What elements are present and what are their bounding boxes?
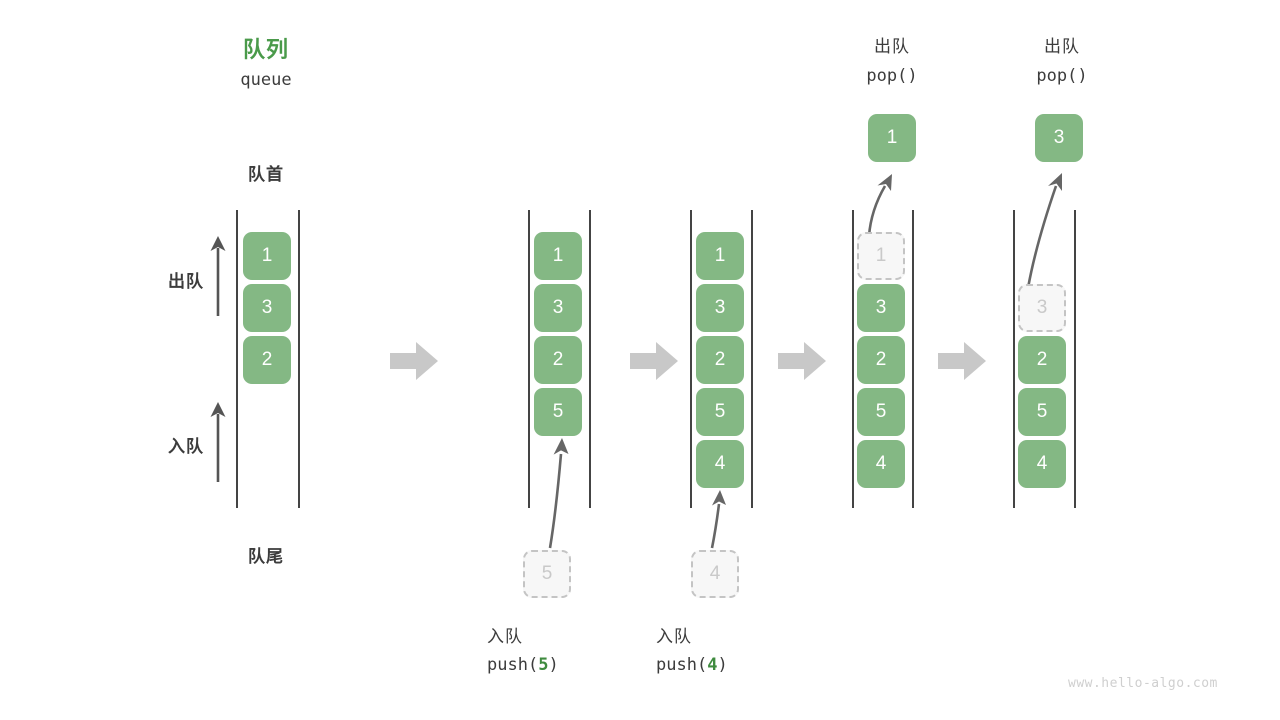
queue-title-code: queue [240,70,292,90]
queue-cell: 2 [243,336,291,384]
queue-rail-left-1 [236,210,238,508]
push5-caption-cn: 入队 [487,627,523,646]
queue-rail-left-4 [852,210,854,508]
dequeue-flow-arrow-icon [1026,173,1062,289]
pop3-caption-code: pop() [1036,66,1088,86]
dequeue-direction-arrow-icon [210,236,226,316]
enqueue-flow-arrow-icon [710,490,726,549]
queue-rail-right-5 [1074,210,1076,508]
pop3-caption-cn: 出队 [1044,37,1080,56]
enqueue-direction-arrow-icon [210,402,226,482]
queue-cell: 1 [243,232,291,280]
step-arrow-icon [630,342,678,380]
queue-cell: 3 [696,284,744,332]
popped-cell: 3 [1035,114,1083,162]
queue-cell: 2 [696,336,744,384]
pop1-caption-cn: 出队 [874,37,910,56]
step-arrow-icon [778,342,826,380]
enqueue-flow-arrow-icon [548,438,569,549]
push4-caption-cn: 入队 [656,627,692,646]
queue-rail-left-3 [690,210,692,508]
queue-rail-right-1 [298,210,300,508]
queue-cell: 1 [534,232,582,280]
queue-cell: 5 [1018,388,1066,436]
enqueue-side-label: 入队 [168,437,204,456]
queue-cell: 3 [243,284,291,332]
push4-caption-code: push(4) [656,655,728,675]
queue-cell: 2 [1018,336,1066,384]
queue-cell: 2 [857,336,905,384]
queue-rail-left-2 [528,210,530,508]
queue-cell: 4 [857,440,905,488]
queue-rail-right-4 [912,210,914,508]
popped-cell: 1 [868,114,916,162]
queue-rail-right-3 [751,210,753,508]
incoming-ghost-cell: 4 [691,550,739,598]
dequeue-side-label: 出队 [168,272,204,291]
step-arrow-icon [390,342,438,380]
queue-cell: 5 [857,388,905,436]
queue-title-cn: 队列 [242,37,289,62]
queue-cell: 4 [1018,440,1066,488]
queue-cell: 3 [857,284,905,332]
queue-cell-removed: 1 [857,232,905,280]
queue-cell: 2 [534,336,582,384]
queue-back-label: 队尾 [248,547,284,566]
incoming-ghost-cell: 5 [523,550,571,598]
queue-cell-removed: 3 [1018,284,1066,332]
queue-rail-right-2 [589,210,591,508]
dequeue-flow-arrow-icon [867,174,892,237]
queue-rail-left-5 [1013,210,1015,508]
queue-cell-new: 5 [534,388,582,436]
site-watermark: www.hello-algo.com [1068,676,1218,691]
step-arrow-icon [938,342,986,380]
push5-caption-code: push(5) [487,655,559,675]
queue-cell: 1 [696,232,744,280]
pop1-caption-code: pop() [866,66,918,86]
queue-cell: 5 [696,388,744,436]
push5-arg: 5 [538,655,549,675]
queue-cell: 3 [534,284,582,332]
queue-front-label: 队首 [248,165,284,184]
push4-arg: 4 [707,655,718,675]
queue-cell-new: 4 [696,440,744,488]
